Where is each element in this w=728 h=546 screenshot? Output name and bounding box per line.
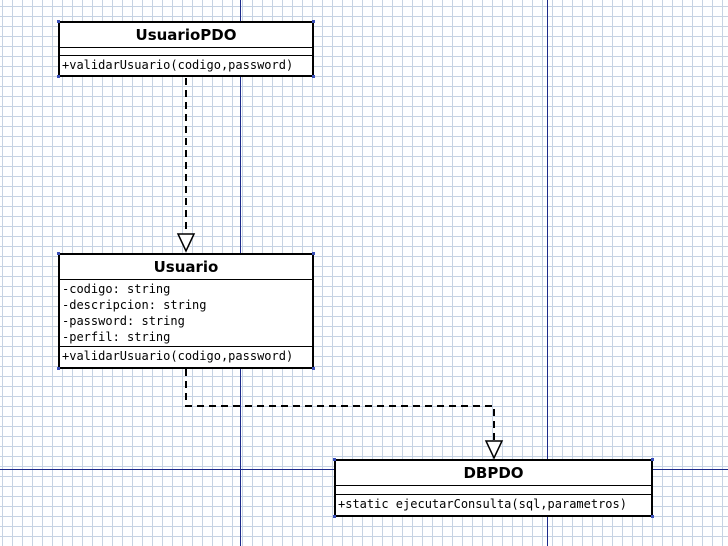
resize-handle[interactable] [651, 515, 654, 518]
attribute-line: -codigo: string [62, 282, 171, 296]
attributes-compartment: -codigo: string -descripcion: string -pa… [60, 279, 312, 346]
attributes-compartment-empty [336, 485, 651, 494]
resize-handle[interactable] [312, 20, 315, 23]
dependency-usuariopdo-usuario[interactable] [176, 78, 196, 253]
resize-handle[interactable] [312, 252, 315, 255]
method-line: +validarUsuario(codigo,password) [62, 349, 294, 363]
method-line: +validarUsuario(codigo,password) [62, 58, 294, 72]
class-box-dbpdo[interactable]: DBPDO +static ejecutarConsulta(sql,param… [334, 459, 653, 517]
attribute-line: -perfil: string [62, 330, 171, 344]
attributes-compartment-empty [60, 47, 312, 55]
resize-handle[interactable] [333, 515, 336, 518]
open-triangle-arrowhead-icon [176, 233, 196, 253]
class-name: UsuarioPDO [135, 26, 237, 44]
resize-handle[interactable] [312, 75, 315, 78]
resize-handle[interactable] [333, 458, 336, 461]
methods-compartment: +validarUsuario(codigo,password) [60, 55, 312, 74]
method-line: +static ejecutarConsulta(sql,parametros) [338, 497, 627, 511]
attribute-line: -password: string [62, 314, 185, 328]
attribute-line: -descripcion: string [62, 298, 207, 312]
class-box-usuariopdo[interactable]: UsuarioPDO +validarUsuario(codigo,passwo… [58, 21, 314, 77]
resize-handle[interactable] [57, 252, 60, 255]
methods-compartment: +validarUsuario(codigo,password) [60, 346, 312, 365]
methods-compartment: +static ejecutarConsulta(sql,parametros) [336, 494, 651, 513]
resize-handle[interactable] [57, 75, 60, 78]
page-guide-vertical [547, 0, 548, 546]
resize-handle[interactable] [57, 367, 60, 370]
class-name: Usuario [153, 258, 219, 276]
class-box-usuario[interactable]: Usuario -codigo: string -descripcion: st… [58, 253, 314, 369]
resize-handle[interactable] [312, 367, 315, 370]
class-name: DBPDO [463, 464, 524, 482]
open-triangle-arrowhead-icon [484, 440, 504, 460]
resize-handle[interactable] [57, 20, 60, 23]
dependency-usuario-dbpdo[interactable] [185, 369, 504, 460]
resize-handle[interactable] [651, 458, 654, 461]
